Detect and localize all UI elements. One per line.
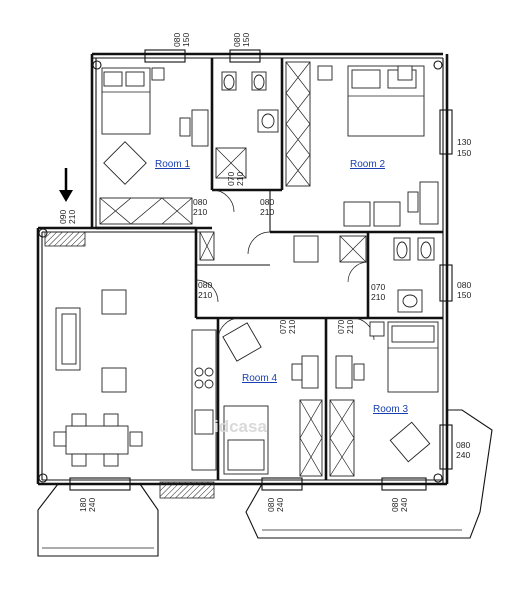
dim-entrance-h: 210 (67, 210, 77, 224)
dim-bath1-door-w: 070 (226, 172, 236, 186)
dim-bottom-right-window-w: 080 (390, 498, 400, 512)
bath1-fixtures (215, 71, 279, 179)
dim-bottom-mid-window-w: 080 (266, 498, 276, 512)
dim-bottom-left-window-w: 180 (78, 498, 88, 512)
interior-walls (96, 58, 443, 480)
dim-living-door-w: 080 (198, 280, 212, 290)
dim-bath2-door-w: 070 (371, 282, 385, 292)
room4-furniture (222, 322, 323, 477)
dim-entrance-w: 090 (58, 210, 68, 224)
dim-top-bath-window-h: 150 (241, 33, 251, 47)
dim-bath1-door-h: 210 (235, 172, 245, 186)
bath2-fixtures (339, 235, 435, 313)
watermark: idcasa (214, 417, 267, 436)
dim-bath2-window-w: 080 (457, 280, 471, 290)
dim-room4-door-h: 210 (287, 320, 297, 334)
dim-bath2-window-h: 150 (457, 290, 471, 300)
dim-room4-door-w: 070 (278, 320, 288, 334)
dim-bath2-door-h: 210 (371, 292, 385, 302)
balconies (37, 409, 493, 557)
down-arrow-icon (59, 168, 73, 202)
dim-room1-door-h: 210 (193, 207, 207, 217)
dim-top-left-window-w: 080 (172, 33, 182, 47)
room2-furniture (285, 61, 439, 227)
dim-bottom-left-window-h: 240 (87, 498, 97, 512)
dim-room2-window-w: 130 (457, 137, 471, 147)
room3-label: Room 3 (373, 404, 408, 415)
dim-room3-door-h: 210 (345, 320, 355, 334)
outer-walls (36, 52, 449, 486)
dim-bay-window-w: 080 (456, 440, 470, 450)
dim-room2-window-h: 150 (457, 148, 471, 158)
living-furniture (53, 289, 217, 471)
room1-label: Room 1 (155, 159, 190, 170)
room3-furniture (329, 321, 439, 477)
windows (69, 49, 453, 491)
dim-bay-window-h: 240 (456, 450, 470, 460)
dim-room3-door-w: 070 (336, 320, 346, 334)
dim-living-door-h: 210 (198, 290, 212, 300)
hall-fixtures (199, 231, 319, 263)
room1-furniture (99, 67, 209, 225)
dim-hall-door-h: 210 (260, 207, 274, 217)
room4-label: Room 4 (242, 373, 277, 384)
dim-bottom-right-window-h: 240 (399, 498, 409, 512)
dim-top-left-window-h: 150 (181, 33, 191, 47)
dim-hall-door-w: 080 (260, 197, 274, 207)
dim-room1-door-w: 080 (193, 197, 207, 207)
dim-top-bath-window-w: 080 (232, 33, 242, 47)
room2-label: Room 2 (350, 159, 385, 170)
dim-bottom-mid-window-h: 240 (275, 498, 285, 512)
